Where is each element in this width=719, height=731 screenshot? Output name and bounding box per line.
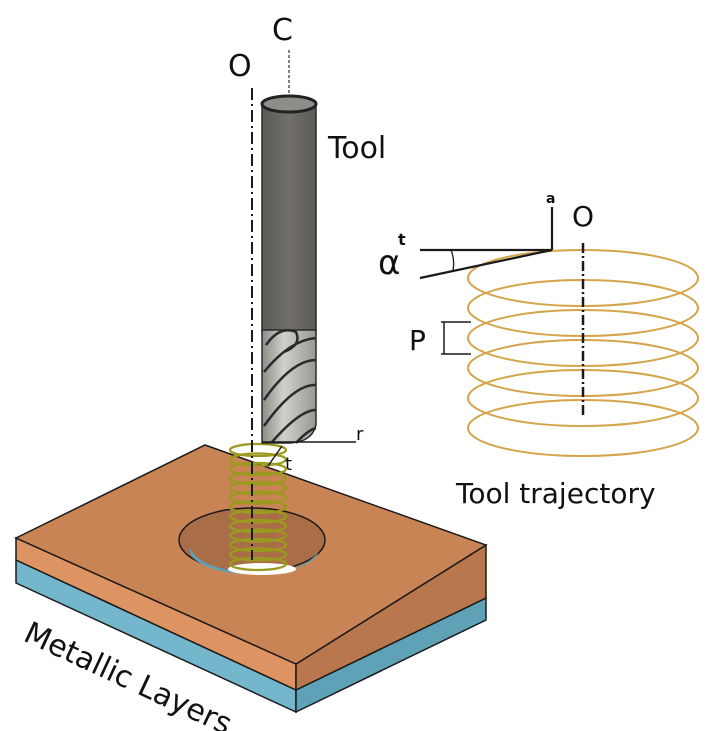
label-axis-a: a bbox=[546, 191, 555, 207]
end-mill-tool bbox=[260, 94, 318, 444]
label-tool: Tool bbox=[327, 131, 386, 166]
flute-edges bbox=[262, 328, 317, 444]
label-angle-alpha: α bbox=[378, 243, 400, 283]
pitch-marker bbox=[441, 321, 471, 355]
label-trajectory-caption: Tool trajectory bbox=[455, 477, 656, 510]
coil-loop bbox=[228, 509, 288, 524]
label-axis-o-tool: O bbox=[228, 49, 252, 84]
coil-loop bbox=[228, 547, 288, 562]
label-angle-sub-t: t bbox=[398, 230, 406, 249]
label-radial-r: r bbox=[356, 424, 364, 445]
coil-loop bbox=[228, 490, 288, 505]
label-tangent-t: t bbox=[285, 454, 292, 475]
coil-loop bbox=[228, 556, 288, 572]
coil-loop bbox=[228, 518, 288, 534]
coil-loop bbox=[228, 537, 288, 553]
coil-loop bbox=[228, 471, 288, 486]
coil-loop bbox=[228, 528, 288, 543]
coil-loop bbox=[228, 442, 288, 458]
label-axis-c: C bbox=[272, 13, 293, 48]
helix-coil bbox=[228, 442, 288, 572]
tool-top-face bbox=[260, 94, 318, 114]
coil-loop bbox=[228, 499, 288, 515]
tangent-line bbox=[267, 445, 283, 467]
label-pitch: P bbox=[409, 324, 426, 357]
label-axis-o-traj: O bbox=[572, 200, 594, 233]
coil-loop bbox=[228, 452, 288, 467]
coil-loop bbox=[228, 480, 288, 496]
coil-loop bbox=[228, 461, 288, 477]
helix-angle-marker bbox=[419, 207, 554, 280]
tool-shank bbox=[261, 101, 317, 333]
